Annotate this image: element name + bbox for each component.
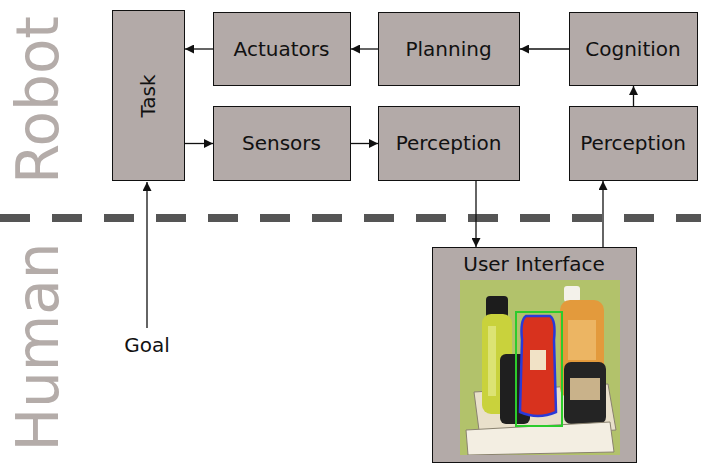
process-box: Perception: [569, 106, 698, 181]
box-label: Cognition: [585, 38, 680, 60]
scene-image: [460, 280, 620, 455]
flow-arrow: [475, 181, 476, 247]
goal-arrow: [146, 182, 147, 328]
box-label: Perception: [580, 132, 686, 154]
human-robot-divider: [0, 214, 701, 222]
box-label: Actuators: [234, 38, 330, 60]
flow-arrow: [351, 48, 378, 49]
panel-title: User Interface: [463, 253, 604, 275]
process-box: Planning: [378, 12, 520, 86]
box-label: Planning: [405, 38, 491, 60]
flow-arrow: [185, 48, 213, 49]
flow-arrow: [351, 143, 378, 144]
process-box: Perception: [378, 106, 520, 181]
process-box: Sensors: [213, 106, 351, 181]
goal-label: Goal: [124, 334, 170, 356]
flow-arrow: [185, 143, 213, 144]
flow-arrow: [602, 181, 603, 247]
flow-arrow: [633, 86, 634, 106]
interface-panel: User Interface: [432, 247, 637, 463]
process-box: Cognition: [569, 12, 698, 86]
side-label: Human: [9, 242, 67, 451]
task-box: Task: [112, 10, 185, 181]
flow-arrow: [520, 48, 569, 49]
box-label: Perception: [396, 132, 502, 154]
process-box: Actuators: [213, 12, 351, 86]
side-label: Robot: [9, 16, 67, 184]
box-label: Sensors: [242, 132, 321, 154]
box-label: Task: [137, 74, 159, 117]
